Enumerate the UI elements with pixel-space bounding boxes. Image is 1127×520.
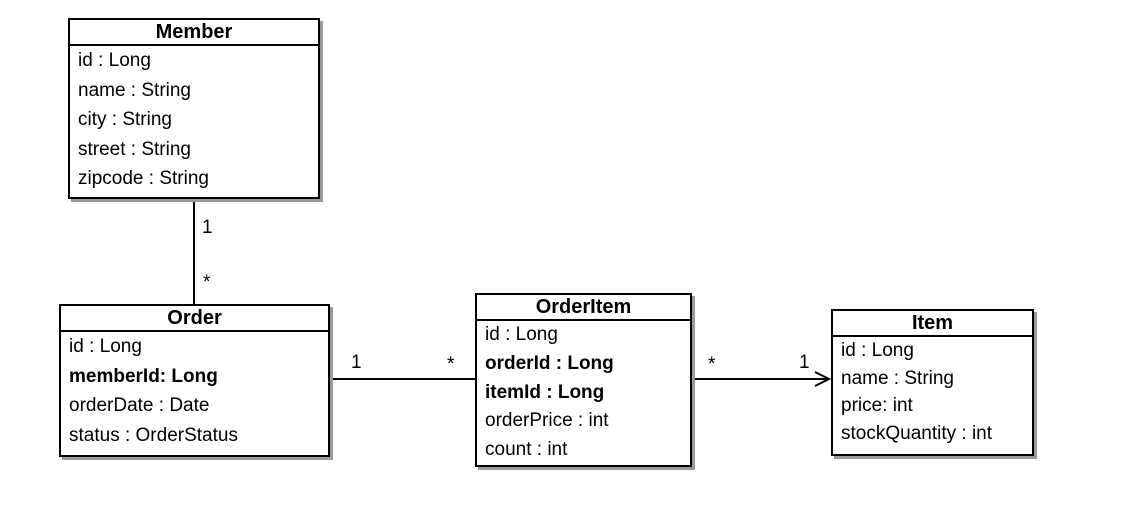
multiplicity-item-end: 1 xyxy=(799,352,810,373)
member-attr-id: id : Long xyxy=(78,50,151,71)
multiplicity-order-end: * xyxy=(203,272,211,293)
item-attr-name: name : String xyxy=(841,367,954,389)
orderitem-class-name: OrderItem xyxy=(477,295,690,321)
multiplicity-orderitem-right-end: * xyxy=(708,354,716,375)
order-attr-status: status : OrderStatus xyxy=(69,424,238,446)
multiplicity-member-end: 1 xyxy=(202,217,213,238)
order-class: Order id : Long memberId: Long orderDate… xyxy=(59,304,330,457)
orderitem-attr-orderprice: orderPrice : int xyxy=(485,410,609,432)
multiplicity-orderitem-left-end: * xyxy=(447,354,455,375)
member-attr-street: street : String xyxy=(78,138,191,160)
member-attr-name: name : String xyxy=(78,79,191,101)
item-attr-id: id : Long xyxy=(841,340,914,361)
navigability-arrowhead xyxy=(814,371,832,387)
item-class: Item id : Long name : String price: int … xyxy=(831,309,1034,456)
order-attr-memberid: memberId: Long xyxy=(69,365,218,387)
item-attr-price: price: int xyxy=(841,395,913,416)
orderitem-class: OrderItem id : Long orderId : Long itemI… xyxy=(475,293,692,467)
order-attr-id: id : Long xyxy=(69,336,142,357)
member-class-name: Member xyxy=(70,20,318,46)
orderitem-attr-count: count : int xyxy=(485,439,568,461)
orderitem-attr-orderid: orderId : Long xyxy=(485,352,614,374)
member-attr-city: city : String xyxy=(78,109,172,130)
member-attr-zipcode: zipcode : String xyxy=(78,168,209,189)
multiplicity-order-left-end: 1 xyxy=(351,352,362,373)
item-attr-stockquantity: stockQuantity : int xyxy=(841,422,993,444)
orderitem-attr-id: id : Long xyxy=(485,324,558,345)
order-attr-orderdate: orderDate : Date xyxy=(69,395,210,416)
order-class-name: Order xyxy=(61,306,328,332)
item-class-name: Item xyxy=(833,311,1032,337)
member-class: Member id : Long name : String city : St… xyxy=(68,18,320,199)
orderitem-attr-itemid: itemId : Long xyxy=(485,381,605,403)
